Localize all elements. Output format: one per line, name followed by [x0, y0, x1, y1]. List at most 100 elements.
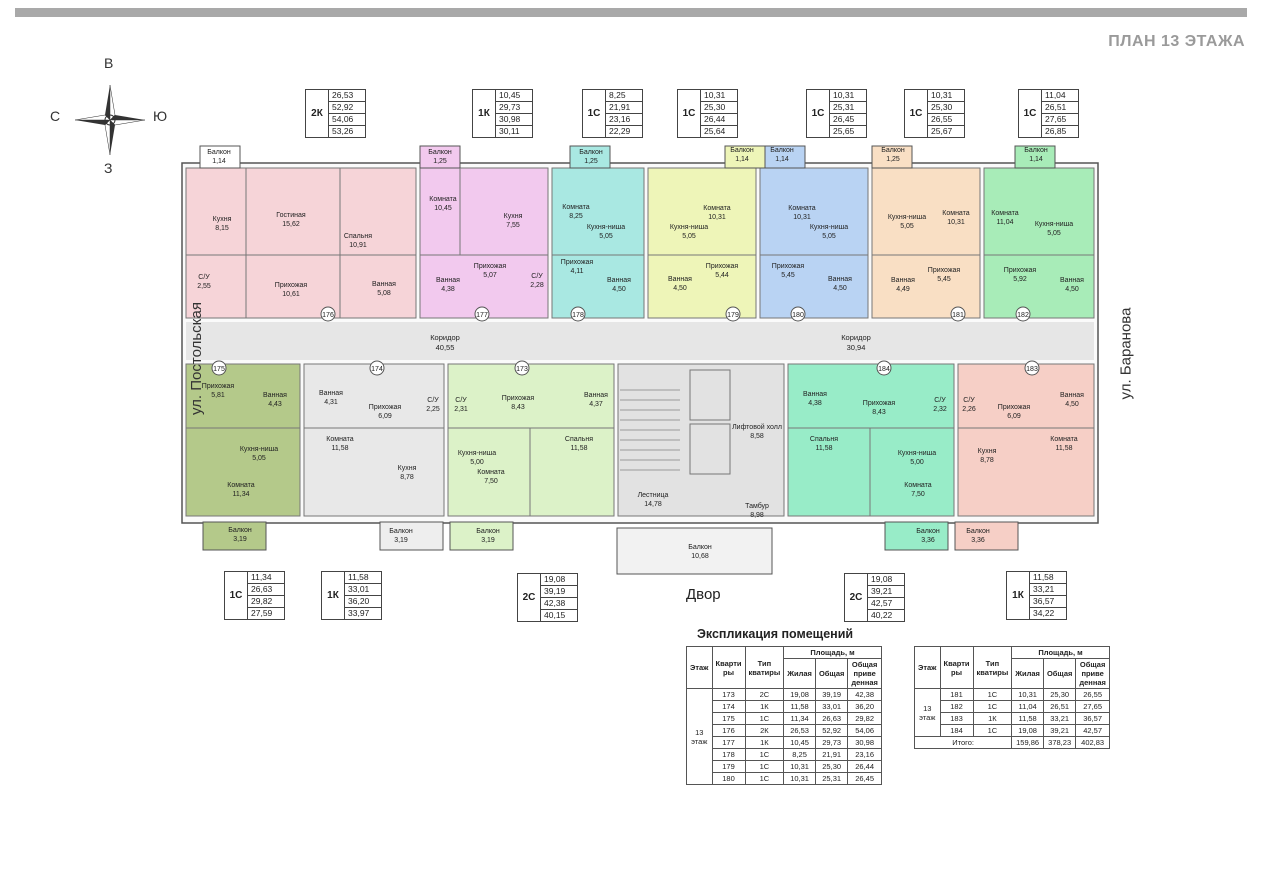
svg-text:Спальня: Спальня: [344, 233, 372, 240]
svg-text:Балкон: Балкон: [1024, 147, 1048, 154]
svg-text:Балкон: Балкон: [579, 149, 603, 156]
compass-icon: [74, 84, 146, 156]
svg-text:Прихожая: Прихожая: [772, 263, 805, 270]
balcony-183: [954, 521, 1019, 551]
svg-text:8,15: 8,15: [215, 225, 229, 232]
svg-text:Прихожая: Прихожая: [863, 400, 896, 407]
svg-text:Ванная: Ванная: [891, 277, 915, 284]
apartment-182: [983, 167, 1095, 319]
svg-text:5,05: 5,05: [900, 223, 914, 230]
svg-text:4,38: 4,38: [808, 400, 822, 407]
apartment-179: [647, 167, 757, 319]
svg-text:Ванная: Ванная: [436, 277, 460, 284]
svg-text:Спальня: Спальня: [810, 436, 838, 443]
svg-text:30,94: 30,94: [847, 343, 866, 352]
svg-text:Комната: Комната: [942, 210, 970, 217]
svg-text:7,50: 7,50: [911, 491, 925, 498]
svg-text:Коридор: Коридор: [430, 333, 460, 342]
svg-text:Ванная: Ванная: [319, 390, 343, 397]
apartment-183: [957, 363, 1095, 517]
svg-text:178: 178: [572, 312, 584, 319]
svg-text:179: 179: [727, 312, 739, 319]
svg-text:5,00: 5,00: [910, 459, 924, 466]
svg-text:Комната: Комната: [904, 482, 932, 489]
svg-text:Прихожая: Прихожая: [998, 404, 1031, 411]
compass-west: С: [50, 108, 61, 124]
svg-text:3,19: 3,19: [394, 537, 408, 544]
svg-text:1,14: 1,14: [1029, 156, 1043, 163]
svg-text:1,25: 1,25: [584, 158, 598, 165]
svg-text:2,32: 2,32: [933, 406, 947, 413]
apartment-177: [419, 167, 549, 319]
svg-text:5,05: 5,05: [682, 233, 696, 240]
svg-text:С/У: С/У: [198, 274, 210, 281]
svg-text:Спальня: Спальня: [565, 436, 593, 443]
svg-text:3,19: 3,19: [481, 537, 495, 544]
svg-text:5,05: 5,05: [252, 455, 266, 462]
svg-text:5,92: 5,92: [1013, 276, 1027, 283]
balcony-176: [199, 145, 241, 169]
svg-text:4,11: 4,11: [570, 268, 583, 275]
svg-text:Балкон: Балкон: [730, 147, 754, 154]
svg-text:4,38: 4,38: [441, 286, 455, 293]
svg-text:Балкон: Балкон: [428, 149, 452, 156]
apartment-176: [185, 167, 417, 319]
svg-text:Балкон: Балкон: [389, 528, 413, 535]
apartment-180: [759, 167, 869, 319]
apartment-181: [871, 167, 981, 319]
svg-text:Кухня-ниша: Кухня-ниша: [670, 224, 708, 231]
svg-text:174: 174: [371, 366, 383, 373]
svg-text:Комната: Комната: [227, 482, 255, 489]
svg-text:11,58: 11,58: [1056, 445, 1073, 452]
svg-text:5,00: 5,00: [470, 459, 484, 466]
svg-text:8,98: 8,98: [750, 512, 764, 519]
svg-text:3,19: 3,19: [233, 536, 247, 543]
balcony-175: [202, 521, 267, 551]
svg-text:6,09: 6,09: [378, 413, 392, 420]
svg-text:1,25: 1,25: [433, 158, 447, 165]
svg-text:4,49: 4,49: [896, 286, 910, 293]
svg-text:2,31: 2,31: [454, 406, 468, 413]
svg-text:Ванная: Ванная: [584, 392, 608, 399]
svg-text:Кухня-ниша: Кухня-ниша: [458, 450, 496, 457]
svg-text:4,50: 4,50: [833, 285, 847, 292]
svg-text:Кухня-ниша: Кухня-ниша: [1035, 221, 1073, 228]
svg-text:5,44: 5,44: [715, 272, 729, 279]
svg-text:8,43: 8,43: [511, 404, 525, 411]
svg-text:Комната: Комната: [477, 469, 505, 476]
svg-text:Балкон: Балкон: [770, 147, 794, 154]
svg-text:Прихожая: Прихожая: [369, 404, 402, 411]
svg-text:Балкон: Балкон: [916, 528, 940, 535]
svg-text:10,91: 10,91: [349, 242, 367, 249]
svg-text:Балкон: Балкон: [207, 149, 231, 156]
svg-text:8,25: 8,25: [569, 213, 583, 220]
svg-text:173: 173: [516, 366, 528, 373]
svg-text:Кухня-ниша: Кухня-ниша: [888, 214, 926, 221]
svg-text:176: 176: [322, 312, 334, 319]
apartment-173: [447, 363, 615, 517]
balcony-180: [764, 145, 806, 169]
svg-text:40,55: 40,55: [436, 343, 455, 352]
svg-text:3,36: 3,36: [921, 537, 935, 544]
svg-text:11,58: 11,58: [332, 445, 349, 452]
svg-text:5,05: 5,05: [599, 233, 613, 240]
svg-text:Комната: Комната: [788, 205, 816, 212]
svg-text:11,58: 11,58: [571, 445, 588, 452]
svg-text:1,25: 1,25: [886, 156, 900, 163]
balcony-181: [871, 145, 913, 169]
svg-text:Кухня-ниша: Кухня-ниша: [898, 450, 936, 457]
svg-text:Кухня: Кухня: [213, 216, 232, 223]
svg-text:11,04: 11,04: [997, 219, 1014, 226]
svg-text:2,55: 2,55: [197, 283, 211, 290]
svg-text:10,61: 10,61: [282, 291, 300, 298]
svg-text:11,58: 11,58: [816, 445, 833, 452]
yard-label: Двор: [686, 586, 721, 603]
svg-text:8,43: 8,43: [872, 409, 886, 416]
explication-title: Экспликация помещений: [697, 627, 854, 641]
svg-text:4,50: 4,50: [612, 286, 626, 293]
compass-east: Ю: [153, 108, 168, 124]
